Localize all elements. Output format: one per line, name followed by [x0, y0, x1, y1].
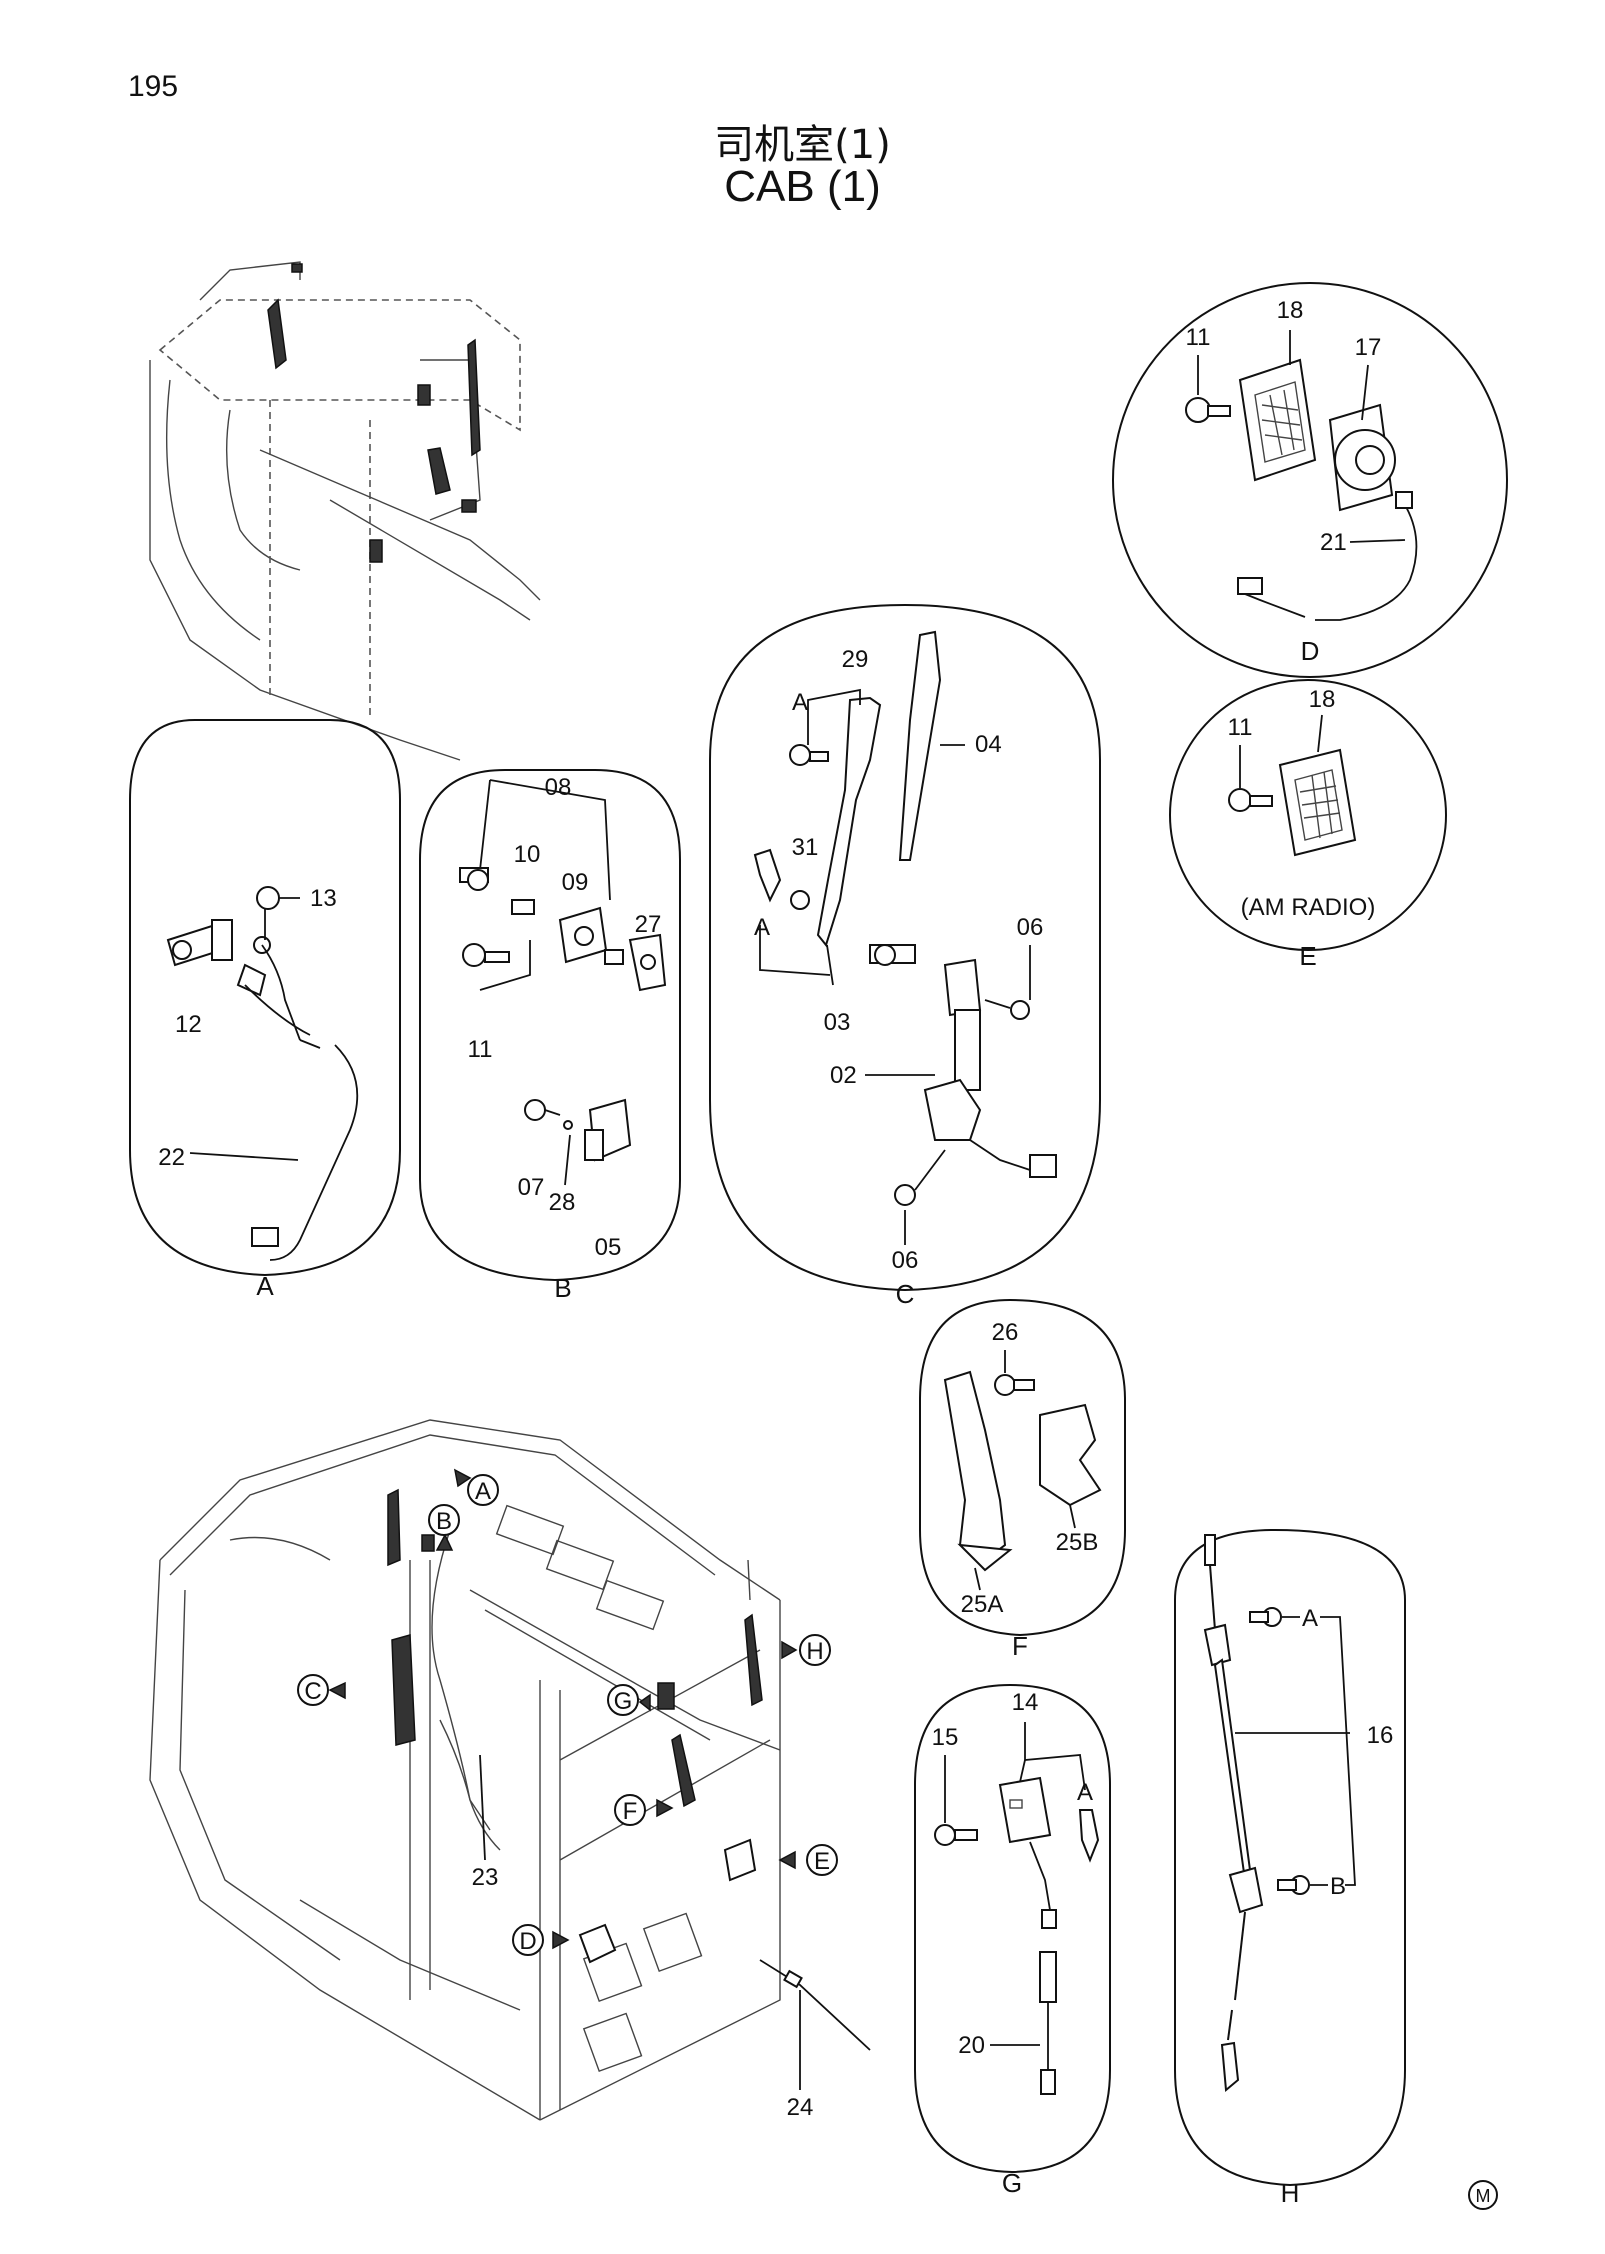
detail-h-label-a: A: [1302, 1605, 1318, 1632]
detail-b-label-07: 07: [518, 1174, 545, 1201]
overview-callout-a-label: A: [475, 1478, 491, 1505]
detail-d-label-17: 17: [1355, 334, 1382, 361]
detail-b-caption: B: [554, 1273, 571, 1303]
detail-f: 26 25A 25B F: [919, 1298, 1126, 1661]
overview-callout-f: F: [614, 1794, 674, 1826]
detail-e-note-am-radio: (AM RADIO): [1241, 894, 1376, 921]
detail-e-caption: E: [1299, 941, 1316, 971]
overview-label-23: 23: [472, 1864, 499, 1891]
detail-f-label-25a: 25A: [961, 1591, 1004, 1618]
overview-callout-g: G: [607, 1684, 651, 1716]
detail-h-label-16: 16: [1367, 1722, 1394, 1749]
detail-c-label-a1: A: [792, 689, 808, 716]
overview-label-24: 24: [787, 2094, 814, 2121]
detail-f-caption: F: [1012, 1631, 1028, 1661]
detail-d: 11 18 17 21 D: [1112, 282, 1508, 678]
detail-b: 08 10 09 27 11 07 28 05 B: [419, 769, 681, 1303]
detail-d-label-11: 11: [1186, 324, 1211, 351]
detail-g-label-15: 15: [932, 1724, 959, 1751]
detail-c-label-29: 29: [842, 646, 869, 673]
detail-e-label-11: 11: [1228, 714, 1253, 741]
page-title-chinese: 司机室(1): [714, 122, 891, 168]
detail-g-label-14: 14: [1012, 1689, 1039, 1716]
overview-callout-h-label: H: [806, 1638, 823, 1665]
overview-callout-d: D: [512, 1924, 570, 1956]
detail-c-label-06-top: 06: [1017, 914, 1044, 941]
detail-c-label-02: 02: [830, 1062, 857, 1089]
overview-callout-g-label: G: [614, 1688, 633, 1715]
detail-a: 13 12 22 A: [129, 719, 401, 1301]
detail-g: 14 15 A 20 G: [914, 1683, 1111, 2198]
detail-b-label-10: 10: [514, 841, 541, 868]
overview-callout-h: H: [781, 1634, 831, 1666]
overview-callout-c: C: [297, 1674, 346, 1706]
overview-callout-d-label: D: [519, 1928, 536, 1955]
detail-a-label-22: 22: [158, 1144, 185, 1171]
detail-e-label-18: 18: [1309, 686, 1336, 713]
page-title-english: CAB (1): [724, 162, 881, 211]
detail-a-caption: A: [256, 1271, 274, 1301]
page-number: 195: [128, 70, 179, 103]
detail-d-caption: D: [1301, 636, 1320, 666]
detail-c-label-03: 03: [824, 1009, 851, 1036]
detail-g-label-a: A: [1077, 1779, 1093, 1806]
detail-b-label-28: 28: [549, 1189, 576, 1216]
detail-a-label-12: 12: [175, 1011, 202, 1038]
cab-overview-main: A B C G H F E: [149, 1419, 871, 2121]
detail-c-label-31: 31: [792, 834, 819, 861]
overview-callout-f-label: F: [623, 1798, 638, 1825]
overview-callout-a: A: [453, 1468, 499, 1506]
detail-c-label-06-bottom: 06: [892, 1247, 919, 1274]
detail-f-label-25b: 25B: [1056, 1529, 1099, 1556]
manufacturer-mark: M: [1468, 2180, 1498, 2210]
detail-c-label-a2: A: [754, 914, 770, 941]
overview-callout-b: B: [428, 1504, 460, 1551]
detail-h-label-b: B: [1330, 1873, 1346, 1900]
detail-f-label-26: 26: [992, 1319, 1019, 1346]
detail-h: A 16 B H: [1174, 1528, 1406, 2208]
detail-d-label-21: 21: [1320, 529, 1347, 556]
detail-e: 11 18 (AM RADIO) E: [1169, 679, 1447, 971]
detail-c: 29 A 04 31 A 06 03 02 06 C: [709, 603, 1101, 1309]
overview-callout-e: E: [778, 1844, 838, 1876]
detail-a-label-13: 13: [310, 885, 337, 912]
detail-b-label-05: 05: [595, 1234, 622, 1261]
detail-b-label-11: 11: [468, 1036, 493, 1063]
overview-callout-b-label: B: [436, 1508, 452, 1535]
detail-h-caption: H: [1281, 2178, 1300, 2208]
detail-g-caption: G: [1002, 2168, 1022, 2198]
detail-c-label-04: 04: [975, 731, 1002, 758]
detail-d-label-18: 18: [1277, 297, 1304, 324]
detail-c-caption: C: [896, 1279, 915, 1309]
manufacturer-mark-letter: M: [1476, 2186, 1491, 2206]
detail-b-label-08: 08: [545, 774, 572, 801]
detail-g-label-20: 20: [958, 2032, 985, 2059]
detail-b-label-27: 27: [635, 911, 662, 938]
overview-callout-e-label: E: [814, 1848, 830, 1875]
detail-b-label-09: 09: [562, 869, 589, 896]
cab-overview-top: [149, 261, 541, 761]
overview-callout-c-label: C: [304, 1678, 321, 1705]
